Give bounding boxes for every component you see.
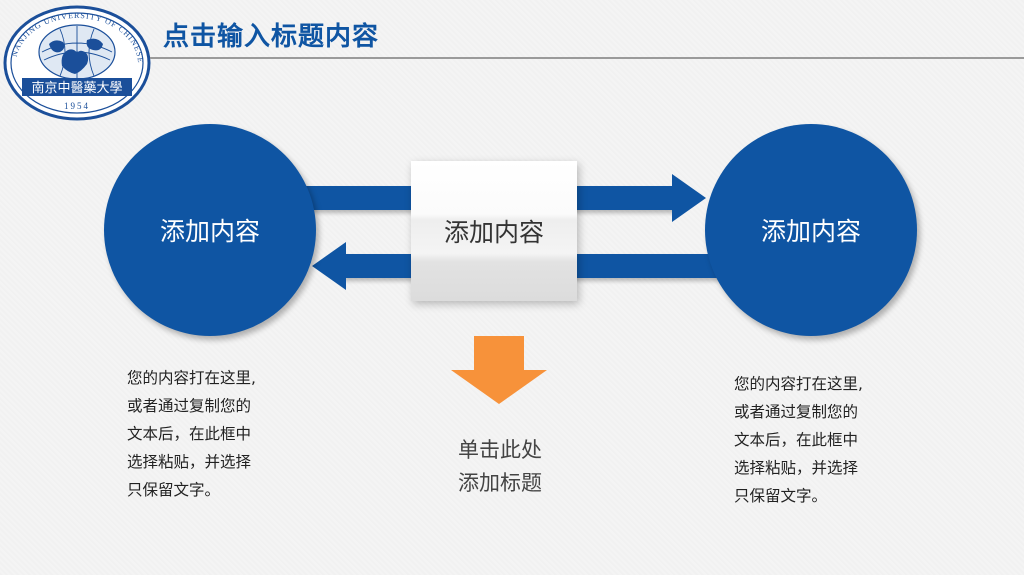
text-line: 您的内容打在这里, [127,369,256,387]
text-line: 文本后，在此框中 [127,425,252,443]
text-line: 选择粘贴，并选择 [734,459,859,477]
left-arrow-icon [312,242,346,290]
center-node-box[interactable]: 添加内容 [411,161,577,301]
logo-year: 1954 [64,101,90,111]
right-text-block[interactable]: 您的内容打在这里, 或者通过复制您的 文本后，在此框中 选择粘贴，并选择 只保留… [734,370,863,510]
right-node-label: 添加内容 [760,217,861,246]
center-node-label: 添加内容 [443,218,544,247]
text-line: 或者通过复制您的 [127,397,252,415]
center-caption[interactable]: 单击此处 添加标题 [430,434,570,500]
text-line: 或者通过复制您的 [734,403,859,421]
text-line: 只保留文字。 [127,481,221,499]
caption-line: 添加标题 [458,471,542,495]
page-title[interactable]: 点击输入标题内容 [163,22,380,52]
down-arrow-icon [450,336,548,406]
logo-text-cn: 南京中醫藥大學 [31,80,122,96]
right-arrow-icon [672,174,706,222]
caption-line: 单击此处 [458,438,542,462]
university-seal-icon: NANJING UNIVERSITY OF CHINESE MEDICINE 南… [0,0,152,122]
left-node-circle[interactable]: 添加内容 [104,124,316,336]
text-line: 只保留文字。 [734,487,828,505]
text-line: 选择粘贴，并选择 [127,453,252,471]
left-text-block[interactable]: 您的内容打在这里, 或者通过复制您的 文本后，在此框中 选择粘贴，并选择 只保留… [127,364,256,504]
right-node-circle[interactable]: 添加内容 [705,124,917,336]
title-divider [150,57,1024,59]
text-line: 文本后，在此框中 [734,431,859,449]
left-node-label: 添加内容 [159,217,260,246]
text-line: 您的内容打在这里, [734,375,863,393]
